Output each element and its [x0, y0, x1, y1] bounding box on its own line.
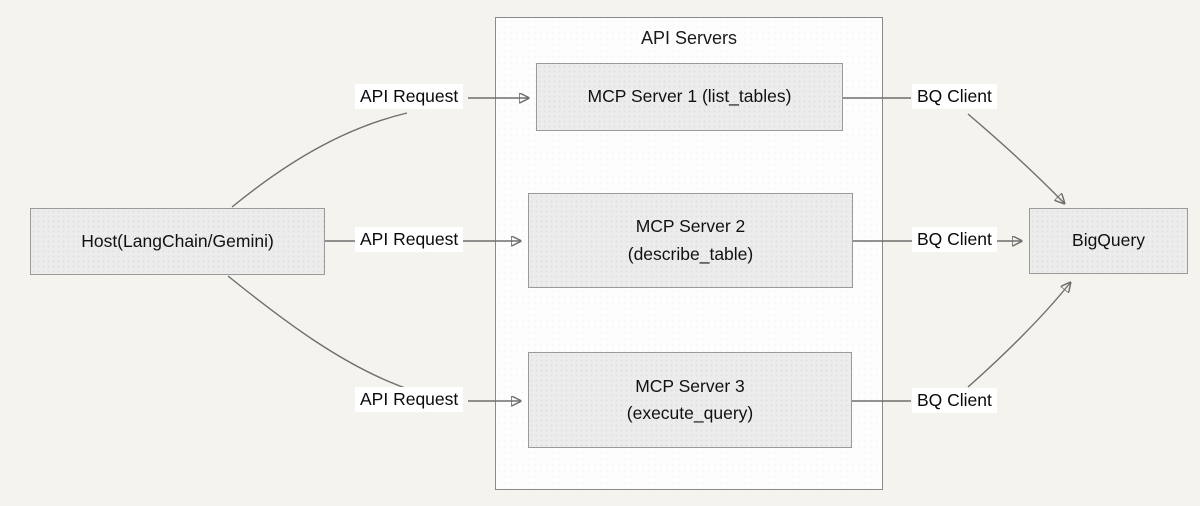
node-bigquery: BigQuery: [1029, 208, 1188, 274]
node-mcp-server-2-label-line1: MCP Server 2: [635, 216, 746, 237]
node-mcp-server-3: MCP Server 3 (execute_query): [528, 352, 852, 448]
edge-label-bq-client-2: BQ Client: [912, 227, 997, 252]
node-mcp-server-2-label-line2: (describe_table): [627, 243, 754, 264]
edge-label-bq-client-3: BQ Client: [912, 388, 997, 413]
node-mcp-server-2: MCP Server 2 (describe_table): [528, 193, 853, 288]
edge-bqclient3-to-bigquery: [967, 283, 1070, 388]
edge-bqclient1-to-bigquery: [967, 113, 1064, 203]
node-mcp-server-1: MCP Server 1 (list_tables): [536, 63, 843, 131]
edge-label-bq-client-1: BQ Client: [912, 84, 997, 109]
edge-host-to-apirequest1: [231, 112, 408, 208]
node-host-label: Host(LangChain/Gemini): [81, 230, 274, 251]
node-host: Host(LangChain/Gemini): [30, 208, 325, 275]
edge-host-to-apirequest3: [227, 275, 409, 390]
edge-label-api-request-3: API Request: [355, 387, 464, 412]
node-mcp-server-1-label: MCP Server 1 (list_tables): [587, 86, 792, 107]
edge-label-api-request-1: API Request: [355, 84, 464, 109]
edge-label-api-request-2: API Request: [355, 227, 464, 252]
api-servers-title: API Servers: [640, 28, 738, 48]
node-mcp-server-3-label-line2: (execute_query): [626, 403, 754, 423]
node-bigquery-label: BigQuery: [1072, 230, 1145, 251]
node-mcp-server-3-label-line1: MCP Server 3: [635, 375, 745, 396]
